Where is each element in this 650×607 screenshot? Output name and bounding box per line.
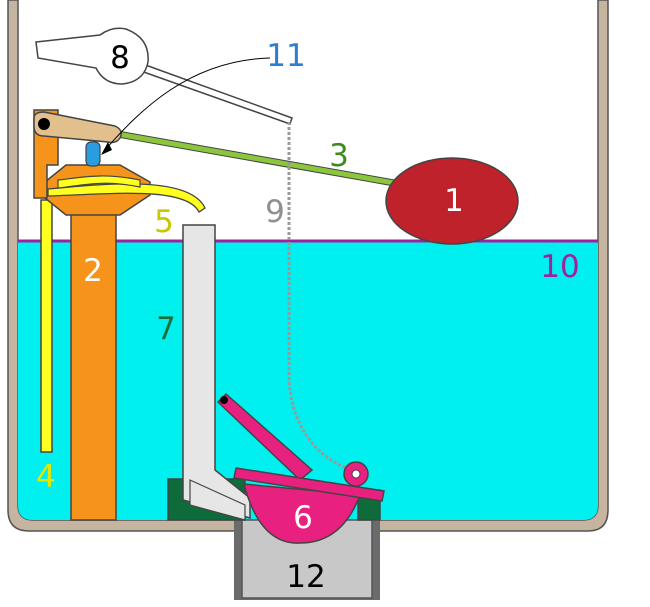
valve-lever — [33, 111, 122, 144]
lever-pivot — [38, 118, 50, 130]
flapper-arm-pivot — [220, 396, 228, 404]
fill-valve-column — [70, 199, 117, 521]
float-ball — [385, 157, 519, 245]
label-float-ball: 1 — [444, 183, 464, 219]
label-fill-valve: 2 — [83, 253, 103, 289]
pointer-arrowhead — [101, 142, 112, 155]
flapper-plate — [233, 467, 385, 502]
overflow-tube-bend — [189, 479, 246, 521]
flapper-chain-hole — [351, 469, 361, 479]
label-valve-plunger: 11 — [266, 38, 305, 74]
pointer-arrow — [104, 57, 271, 151]
label-overflow-tube: 7 — [156, 311, 176, 347]
valve-plunger — [85, 141, 101, 167]
label-flush-valve-outlet: 12 — [286, 559, 325, 595]
flapper-body — [243, 483, 362, 544]
label-water-level: 10 — [540, 249, 579, 285]
fill-tube — [47, 183, 206, 213]
label-fill-tube: 5 — [154, 204, 174, 240]
trip-lever-handle — [35, 27, 149, 85]
lift-chain — [287, 122, 353, 472]
refill-tube — [40, 199, 53, 453]
label-refill-tube: 4 — [36, 459, 56, 495]
label-lift-chain: 9 — [265, 194, 285, 230]
label-float-arm: 3 — [329, 138, 349, 174]
float-arm — [109, 130, 403, 187]
label-trip-lever: 8 — [110, 40, 130, 76]
fill-valve-hose — [57, 175, 141, 189]
label-flapper: 6 — [293, 500, 313, 536]
